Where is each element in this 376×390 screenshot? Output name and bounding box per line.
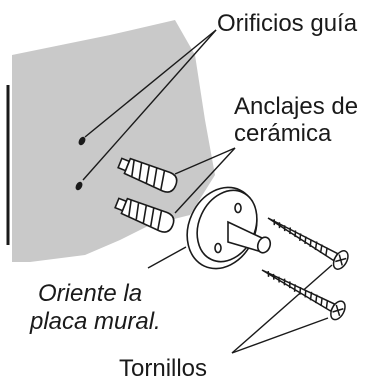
- pilot-hole-upper: [78, 136, 86, 146]
- plate-screw-hole-lower: [214, 242, 222, 254]
- leader-anchor-upper: [174, 147, 236, 175]
- label-anchors-line2: cerámica: [234, 120, 332, 147]
- wall-surface: [12, 20, 215, 262]
- leader-screw-lower: [231, 317, 329, 354]
- ceramic-anchor-lower: [114, 197, 175, 233]
- label-anchors-line1: Anclajes de: [234, 93, 359, 120]
- screw-lower: [261, 269, 346, 321]
- ceramic-anchor-upper: [117, 157, 178, 193]
- wall-plate: [186, 186, 272, 270]
- leader-anchor-lower: [174, 147, 236, 214]
- label-orient-line1: Oriente la: [38, 280, 143, 307]
- pilot-hole-lower: [75, 181, 83, 191]
- label-pilot-holes: Orificios guía: [217, 10, 358, 37]
- plate-screw-hole-upper: [234, 202, 242, 214]
- leader-hole-lower: [82, 29, 217, 181]
- leader-hole-upper: [84, 29, 217, 138]
- screw-upper: [267, 217, 349, 270]
- label-orient-line2: placa mural.: [30, 308, 161, 335]
- label-screws: Tornillos: [119, 355, 208, 382]
- leader-plate: [147, 246, 187, 269]
- leader-screw-upper: [231, 264, 333, 354]
